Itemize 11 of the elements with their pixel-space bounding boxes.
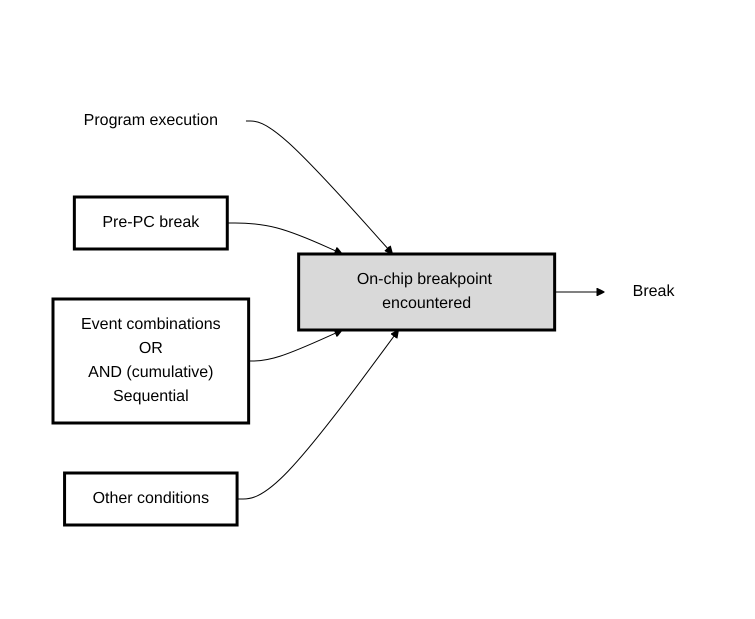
node-box: Other conditions [62,471,238,526]
node-box: On-chip breakpoint encountered [296,252,556,331]
node-box: Pre-PC break [72,195,229,250]
arrow [248,328,343,361]
node-text: Break [632,282,674,300]
arrow [245,120,393,254]
arrow [236,329,399,499]
node-text: Program execution [83,112,218,128]
arrow [226,222,343,254]
node-box: Event combinations OR AND (cumulative) Sequential [51,297,250,424]
arrow [554,287,605,296]
